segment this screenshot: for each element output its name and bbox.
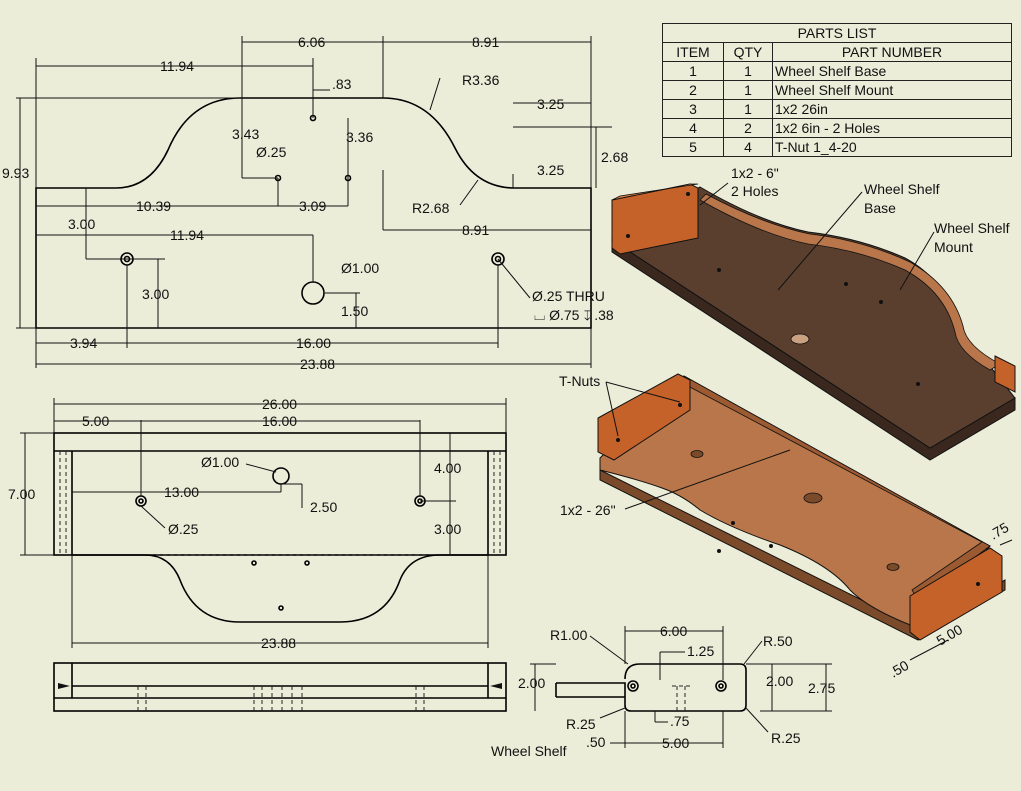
plan-outer — [53, 432, 507, 556]
dim-3-94: 3.94 — [70, 335, 97, 351]
side-view — [53, 662, 507, 712]
dim-r2-68: R2.68 — [412, 200, 450, 216]
dim-r-50: R.50 — [763, 633, 793, 649]
dim-50: .50 — [586, 734, 606, 750]
dim-9-93: 9.93 — [2, 165, 29, 181]
dim-7-00: 7.00 — [8, 486, 35, 502]
iso-mount-view: T-Nuts 1x2 - 26" .75 5.00 .50 — [559, 373, 1013, 681]
dim-3-43: 3.43 — [232, 126, 259, 142]
parts-list-title: PARTS LIST — [662, 23, 1012, 43]
dim-3-00-a: 3.00 — [68, 216, 95, 232]
callout-base-l2: Base — [864, 200, 896, 216]
callout-1x2-26: 1x2 - 26" — [560, 502, 616, 518]
callout-base-l1: Wheel Shelf — [864, 181, 940, 197]
iso-dim-50: .50 — [887, 657, 912, 681]
detail-view: R1.00 6.00 R.50 1.25 2.00 2.00 2.75 R.25… — [491, 623, 835, 759]
dim-1-25: 1.25 — [687, 643, 714, 659]
hole-right — [494, 255, 502, 263]
dim-10-39: 10.39 — [136, 198, 171, 214]
dim-16-00-top: 16.00 — [296, 335, 331, 351]
dim-83: .83 — [332, 76, 352, 92]
dim-13-00: 13.00 — [164, 484, 199, 500]
dim-phi-25-top: Ø.25 — [256, 144, 287, 160]
dim-4-00: 4.00 — [434, 460, 461, 476]
dim-r1-00: R1.00 — [550, 627, 588, 643]
dim-6-00: 6.00 — [660, 623, 687, 639]
dim-16-00-plan: 16.00 — [262, 413, 297, 429]
top-view-outline — [35, 97, 592, 329]
dim-75: .75 — [670, 713, 690, 729]
detail-outline — [556, 663, 747, 712]
dim-3-00-plan: 3.00 — [434, 521, 461, 537]
plan-view: 26.00 5.00 16.00 Ø1.00 4.00 7.00 13.00 2… — [8, 396, 507, 651]
side-outline — [53, 662, 507, 712]
dim-5-00: 5.00 — [82, 413, 109, 429]
dim-26-00: 26.00 — [262, 396, 297, 412]
iso-end-right — [909, 547, 1003, 641]
iso-dim-75: .75 — [987, 519, 1012, 543]
iso-base-view: 1x2 - 6" 2 Holes Wheel Shelf Base Wheel … — [611, 165, 1016, 461]
dim-counterbore: ⌴ Ø.75 ↧ .38 — [534, 307, 614, 323]
dim-3-09: 3.09 — [299, 198, 326, 214]
dim-phi-1-00-top: Ø1.00 — [341, 260, 379, 276]
plan-hole-1in — [272, 467, 290, 485]
dim-phi-25-plan: Ø.25 — [168, 521, 199, 537]
dim-1-50: 1.50 — [341, 303, 368, 319]
hole-1in — [301, 281, 325, 305]
dim-r3-36: R3.36 — [462, 72, 500, 88]
detail-label: Wheel Shelf — [491, 743, 567, 759]
plan-lower-profile — [72, 554, 488, 623]
dim-3-00-b: 3.00 — [142, 286, 169, 302]
callout-mount-l2: Mount — [934, 239, 973, 255]
dim-r-25-b: R.25 — [771, 730, 801, 746]
callout-t-nuts: T-Nuts — [559, 373, 600, 389]
dim-3-25-a: 3.25 — [537, 96, 564, 112]
callout-1x2-6: 1x2 - 6" — [731, 165, 779, 181]
dim-23-88-top: 23.88 — [300, 356, 335, 372]
callout-2-holes: 2 Holes — [731, 183, 778, 199]
dim-2-00-b: 2.00 — [766, 673, 793, 689]
callout-mount-l1: Wheel Shelf — [934, 220, 1010, 236]
dim-phi-25-thru: Ø.25 THRU — [532, 288, 605, 304]
dim-11-94-b: 11.94 — [170, 227, 204, 243]
plan-cbore-left — [135, 495, 147, 507]
dim-2-68: 2.68 — [601, 149, 628, 165]
dim-3-25-b: 3.25 — [537, 162, 564, 178]
header-qty: QTY — [723, 42, 773, 62]
dim-8-91-top: 8.91 — [472, 34, 499, 50]
iso-end-left — [597, 373, 691, 461]
dim-2-00-a: 2.00 — [518, 675, 545, 691]
dim-8-91-b: 8.91 — [462, 222, 489, 238]
dim-11-94-top: 11.94 — [160, 58, 194, 74]
dim-2-75: 2.75 — [808, 680, 835, 696]
top-view: 6.06 8.91 11.94 .83 R3.36 3.43 3.36 Ø.25… — [2, 34, 628, 372]
dim-phi-1-00-plan: Ø1.00 — [201, 454, 239, 470]
dim-2-50: 2.50 — [310, 499, 337, 515]
dim-3-36: 3.36 — [346, 129, 373, 145]
iso-end-block-right — [994, 355, 1016, 393]
header-part-number: PART NUMBER — [772, 42, 1012, 62]
dim-6-06: 6.06 — [298, 34, 325, 50]
dim-r-25-a: R.25 — [566, 716, 596, 732]
header-item: ITEM — [662, 42, 724, 62]
dim-5-00-detail: 5.00 — [662, 735, 689, 751]
dim-23-88-plan: 23.88 — [261, 635, 296, 651]
